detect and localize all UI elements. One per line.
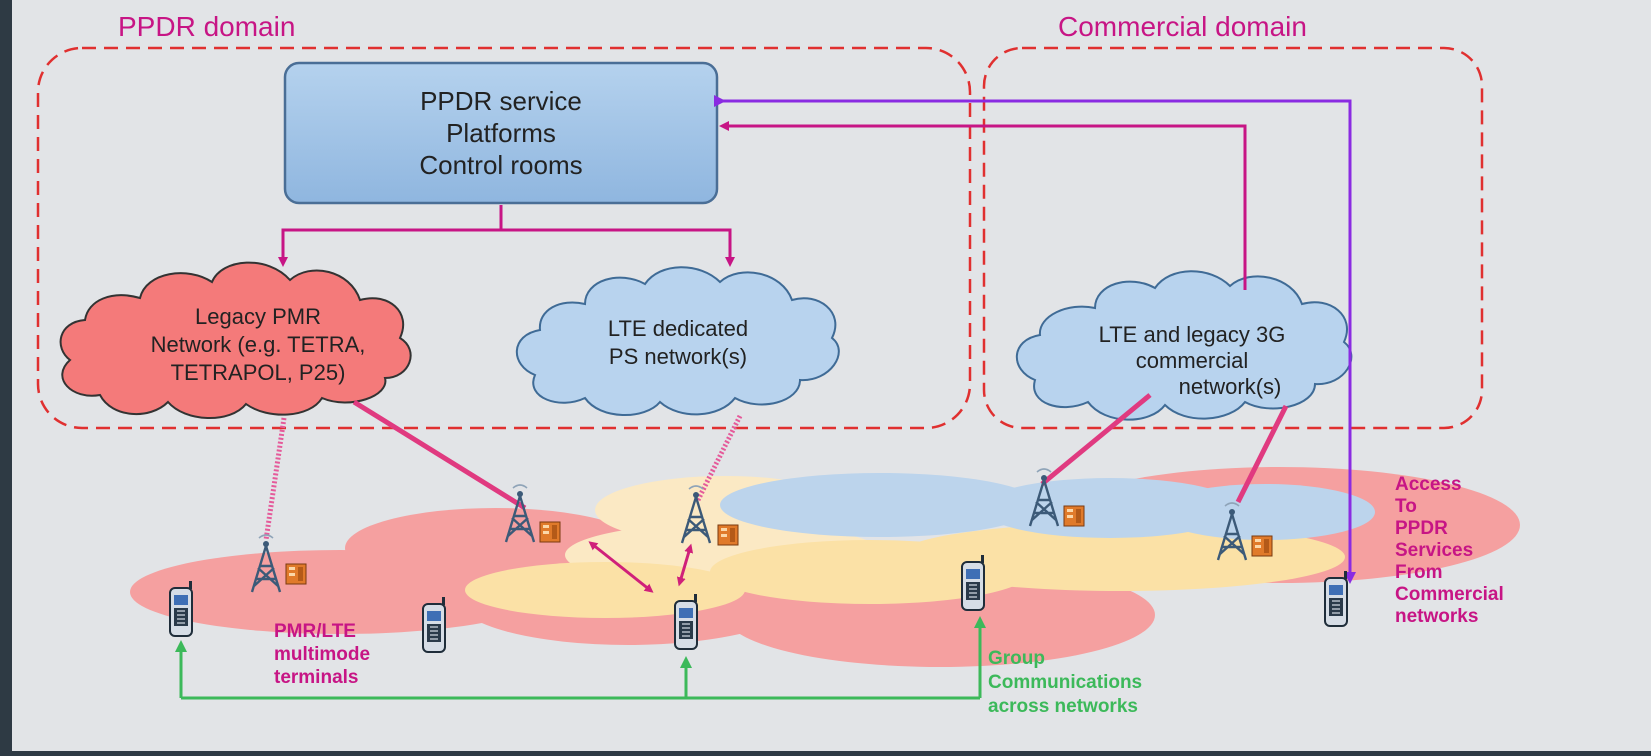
- lte-commercial-label: network(s): [1179, 374, 1282, 399]
- multimode-label: terminals: [274, 667, 358, 688]
- legacy-pmr-label: TETRAPOL, P25): [171, 360, 346, 385]
- base-station-icon: [717, 524, 739, 546]
- service-box-line: Platforms: [446, 118, 556, 148]
- base-station-icon: [1251, 535, 1273, 557]
- access-label: To: [1395, 496, 1417, 517]
- multimode-label: multimode: [274, 644, 370, 665]
- backhaul-links: [263, 393, 1289, 541]
- group-comms-label: Communications: [988, 672, 1142, 693]
- group-comms-label: Group: [988, 648, 1045, 669]
- service-box-line: Control rooms: [419, 150, 582, 180]
- access-label: Commercial: [1395, 584, 1504, 605]
- handset-icon: [961, 554, 985, 611]
- access-ppdr-arrow: [714, 95, 1356, 584]
- legacy-pmr-cloud: [59, 261, 412, 419]
- handset-icon: [422, 596, 446, 653]
- ppdr-domain-title: PPDR domain: [118, 11, 295, 42]
- service-box-line: PPDR service: [420, 86, 582, 116]
- coverage-cell-blue: [1155, 484, 1375, 540]
- radio-links: [588, 541, 694, 593]
- base-station-icon: [285, 563, 307, 585]
- access-label: Access: [1395, 474, 1462, 495]
- lte-commercial-label: commercial: [1136, 348, 1248, 373]
- lte-dedicated-label: PS network(s): [609, 344, 747, 369]
- access-label: Services: [1395, 540, 1473, 561]
- group-communications-lines: [175, 616, 986, 700]
- multimode-label: PMR/LTE: [274, 621, 356, 642]
- access-label: From: [1395, 562, 1443, 583]
- commercial-domain-title: Commercial domain: [1058, 11, 1307, 42]
- handset-icon: [674, 593, 698, 650]
- access-label: networks: [1395, 606, 1478, 627]
- lte-commercial-label: LTE and legacy 3G: [1099, 322, 1286, 347]
- base-station-icon: [539, 521, 561, 543]
- access-label: PPDR: [1395, 518, 1448, 539]
- lte-dedicated-label: LTE dedicated: [608, 316, 748, 341]
- base-station-icon: [1063, 505, 1085, 527]
- coverage-cell-yellow: [465, 562, 745, 618]
- handset-icon: [1324, 570, 1348, 627]
- handset-icon: [169, 580, 193, 637]
- legacy-pmr-label: Network (e.g. TETRA,: [151, 332, 366, 357]
- legacy-pmr-label: Legacy PMR: [195, 304, 321, 329]
- group-comms-label: across networks: [988, 696, 1138, 717]
